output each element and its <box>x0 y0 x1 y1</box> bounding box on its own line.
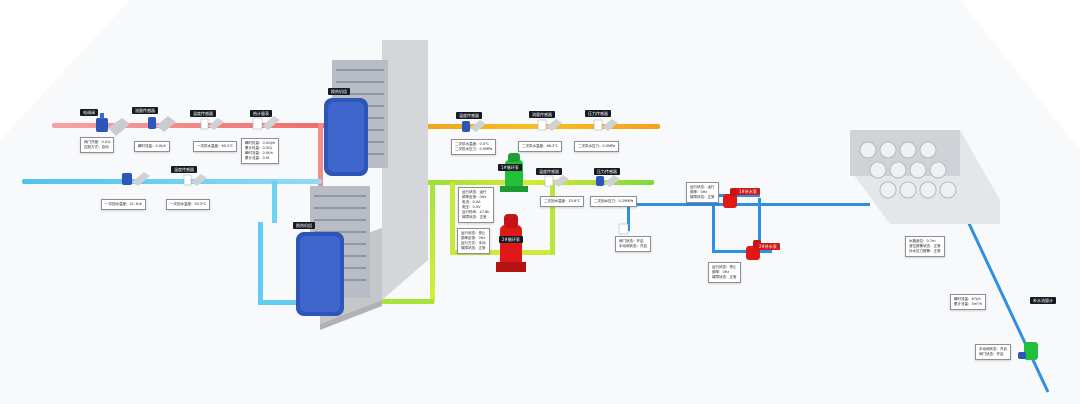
info-makeup-pump-1: 运行状态：运行 频率：0Hz 故障状态：正常 <box>686 182 719 203</box>
info-valve-bottom: 手动阀状态：开启 阀门状态：开启 <box>975 344 1011 360</box>
info-line: 二次供水温度：0.0℃ <box>455 142 489 146</box>
info-sec-flow: 二次供水温度：66.3℃ <box>518 141 563 152</box>
temp-sensor-3-device[interactable] <box>462 120 486 132</box>
info-line: 运行时间：47.8h <box>462 210 490 214</box>
info-line: 液位报警状态：正常 <box>909 244 941 248</box>
info-line: 手动阀状态：开启 <box>619 244 647 248</box>
info-line: 瞬时流量：0.0t/h <box>245 151 273 155</box>
return-valve-device[interactable] <box>122 172 150 186</box>
temp-sensor-2-device[interactable] <box>183 174 207 186</box>
label-makeup-pump-2[interactable]: 2#补水泵 <box>756 243 780 250</box>
info-line: 一次回水温度：55.5℃ <box>170 202 207 206</box>
info-line: 累计热量：0.0GJ <box>245 146 272 150</box>
label-circ-pump-1[interactable]: 1#循环泵 <box>498 164 522 171</box>
label-makeup-flow-meter[interactable]: 补水流量计 <box>1030 297 1056 304</box>
label-hx-upper[interactable]: 换热机组 <box>328 88 350 95</box>
info-line: 补水压力报警：正常 <box>909 249 941 253</box>
info-line: 二次回水温度：53.8℃ <box>544 199 581 203</box>
info-temp-1: 一次供水温度：60.2℃ <box>193 141 238 152</box>
temp-sensor-1-device[interactable] <box>200 118 224 130</box>
info-heat: 瞬时热量：0.0GJ/h 累计热量：0.0GJ 瞬时流量：0.0t/h 累计流量… <box>241 138 280 164</box>
info-line: 一次回水温度：41.1t/h <box>105 202 143 206</box>
label-circ-pump-2[interactable]: 2#循环泵 <box>499 236 523 243</box>
info-line: 瞬时热量：0.0GJ/h <box>245 141 276 145</box>
heat-meter-device[interactable] <box>252 116 280 130</box>
label-pressure-sensor-1[interactable]: 压力传感器 <box>585 110 611 117</box>
label-temp-sensor-1[interactable]: 温度传感器 <box>190 110 216 117</box>
plate-heat-exchanger-lower <box>296 186 370 316</box>
label-return-temp[interactable]: 温度传感器 <box>536 168 562 175</box>
label-temp-sensor-2[interactable]: 温度传感器 <box>171 166 197 173</box>
info-line: 累计流量：5m³/h <box>954 302 982 306</box>
label-flow-meter-1[interactable]: 流量传感器 <box>132 107 158 114</box>
info-line: 故障状态：正常 <box>690 195 715 199</box>
info-line: 手动阀状态：开启 <box>979 347 1007 351</box>
info-temp-ret-1: 一次回水温度：41.1t/h <box>101 199 147 210</box>
info-check-valve: 阀门状态：开启 手动阀状态：开启 <box>615 236 651 252</box>
info-pump-1: 运行状态：运行 频率反馈：0Hz 电流：0.0A 电压：0.0V 运行时间：47… <box>458 187 494 223</box>
info-sec-ret-temp: 二次回水温度：53.8℃ <box>540 196 585 207</box>
plate-heat-exchanger-upper <box>324 60 388 176</box>
info-line: 二次供水压力：0.0MPa <box>455 147 493 151</box>
label-temp-sensor-3[interactable]: 温度传感器 <box>456 112 482 119</box>
electric-valve-device[interactable] <box>96 113 130 136</box>
info-line: 累计流量：0.0t <box>245 156 270 160</box>
label-makeup-pump-1[interactable]: 1#补水泵 <box>736 188 760 195</box>
info-pump-2: 运行状态：停止 频率反馈：0Hz 运行方式：手动 故障状态：正常 <box>457 228 490 254</box>
flow-sensor-1-device[interactable] <box>148 116 176 132</box>
return-temp-device[interactable] <box>544 175 569 187</box>
info-line: 运行状态：停止 <box>461 231 486 235</box>
info-line: 频率：0Hz <box>690 190 708 194</box>
info-line: 二次供水压力：0.5MPa <box>578 144 616 148</box>
info-line: 故障状态：正常 <box>461 246 486 250</box>
info-flow-1: 瞬时流量：0.0t/h <box>134 141 170 152</box>
pressure-sensor-2-device[interactable] <box>596 175 620 187</box>
info-line: 电压：0.0V <box>462 205 481 209</box>
info-makeup-pump-2: 运行状态：停止 频率：0Hz 故障状态：正常 <box>708 262 741 283</box>
info-line: 运行方式：手动 <box>461 241 486 245</box>
info-line: 阀门状态：开启 <box>979 352 1004 356</box>
primary-return-pipe <box>22 179 322 305</box>
label-pressure-sensor-2[interactable]: 压力传感器 <box>594 168 620 175</box>
info-line: 电流：0.0A <box>462 200 481 204</box>
label-hx-lower[interactable]: 换热机组 <box>293 222 315 229</box>
info-sec-press: 二次供水压力：0.5MPa <box>574 141 620 152</box>
info-sec-ret-press: 二次回水压力：0.29MPa <box>590 196 638 207</box>
water-tank <box>850 130 1000 224</box>
info-valve: 阀门开度：0.0% 控制方式：自动 <box>80 137 115 153</box>
info-line: 控制方式：自动 <box>84 145 109 149</box>
info-line: 阀门开度：0.0% <box>84 140 111 144</box>
info-tank: 水箱液位：0.7m 液位报警状态：正常 补水压力报警：正常 <box>905 236 945 257</box>
info-line: 运行状态：运行 <box>462 190 487 194</box>
label-flow-meter-2[interactable]: 流量传感器 <box>529 111 555 118</box>
info-line: 瞬时流量：67t/h <box>954 297 981 301</box>
info-line: 故障状态：正常 <box>462 215 487 219</box>
info-makeup-flow: 瞬时流量：67t/h 累计流量：5m³/h <box>950 294 986 310</box>
info-line: 故障状态：正常 <box>712 275 737 279</box>
pressure-sensor-1-device[interactable] <box>593 119 618 131</box>
info-line: 运行状态：停止 <box>712 265 737 269</box>
info-line: 瞬时流量：0.0t/h <box>138 144 166 148</box>
info-line: 一次供水温度：60.2℃ <box>197 144 234 148</box>
info-temp-ret-2: 一次回水温度：55.5℃ <box>166 199 211 210</box>
info-line: 运行状态：运行 <box>690 185 715 189</box>
label-heat-meter[interactable]: 热计量表 <box>250 110 272 117</box>
info-sec-temp: 二次供水温度：0.0℃ 二次供水压力：0.0MPa <box>451 139 497 155</box>
info-line: 频率反馈：0Hz <box>462 195 487 199</box>
flow-sensor-2-device[interactable] <box>537 119 562 131</box>
info-line: 二次回水压力：0.29MPa <box>594 199 634 203</box>
info-line: 阀门状态：开启 <box>619 239 644 243</box>
check-valve-device[interactable] <box>618 223 629 235</box>
label-electric-valve[interactable]: 电调阀 <box>80 109 98 116</box>
info-line: 二次供水温度：66.3℃ <box>522 144 559 148</box>
makeup-meter-device[interactable] <box>1018 342 1038 360</box>
info-line: 水箱液位：0.7m <box>909 239 936 243</box>
info-line: 频率反馈：0Hz <box>461 236 486 240</box>
info-line: 频率：0Hz <box>712 270 730 274</box>
